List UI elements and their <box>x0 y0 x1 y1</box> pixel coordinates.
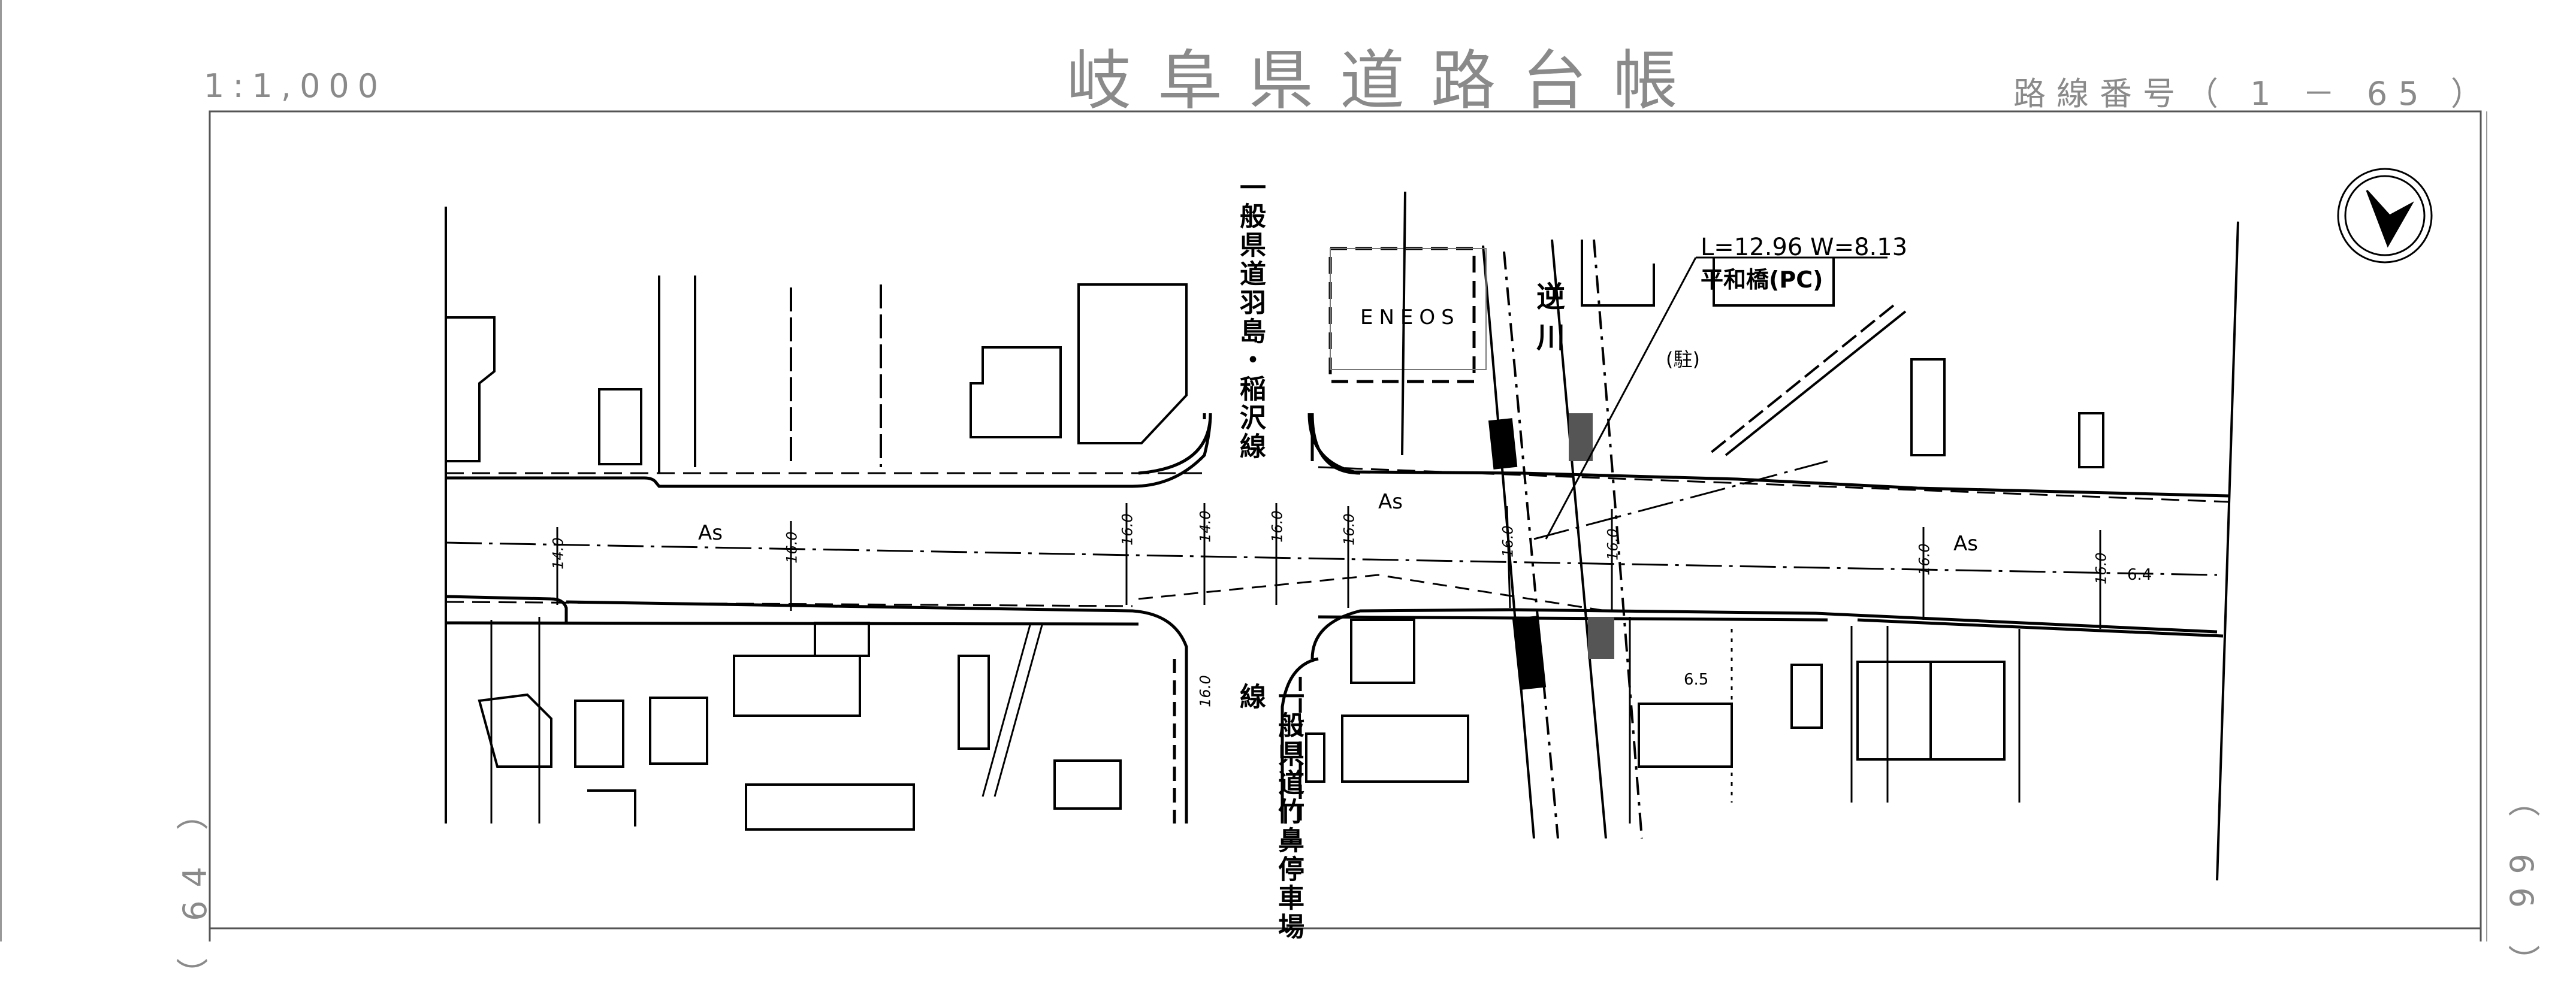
bridge-name: 平和橋(PC) <box>1701 267 1823 293</box>
north-road-name: 一般県道羽島・稲沢線 <box>1235 174 1266 461</box>
river-name: 逆川 <box>1531 281 1565 363</box>
ledger-title: 岐阜県道路台帳 <box>1067 44 1705 119</box>
south-cross-road <box>1173 657 1319 824</box>
gas-station-label: ENEOS <box>1360 305 1460 329</box>
bridge-abutments <box>1488 413 1614 690</box>
surface-label: As <box>1953 532 1978 556</box>
surface-label: As <box>698 521 723 545</box>
width-label: 16.0 <box>1340 513 1358 546</box>
width-label: 14.0 <box>1197 510 1214 543</box>
width-label: 16.0 <box>2092 552 2110 585</box>
buildings-south <box>478 619 2006 831</box>
north-cross-road <box>1138 413 1361 475</box>
parking-label: (駐) <box>1666 348 1700 371</box>
road-map-drawing <box>0 0 2487 941</box>
width-label: 16.0 <box>1916 543 1933 576</box>
width-label: 16.0 <box>1197 675 1214 707</box>
map-frame <box>209 110 2482 941</box>
width-label: 14.0 <box>549 537 567 570</box>
map-scale: 1:1,000 <box>204 67 387 105</box>
river <box>1482 239 1643 839</box>
south-road-name: 一般県道竹鼻停車場線 <box>1235 683 1304 941</box>
width-label: 16.0 <box>1269 510 1286 543</box>
width-label: 16.0 <box>1604 528 1621 561</box>
route-number: 路線番号（ 1 － 65 ） <box>2013 75 2494 113</box>
elevation-label: 6.5 <box>1684 671 1709 689</box>
north-arrow <box>2337 168 2433 264</box>
buildings-north <box>445 240 2104 468</box>
bridge-dimensions: L=12.96 W=8.13 <box>1701 234 1908 261</box>
surface-label: As <box>1378 490 1403 514</box>
bridge-leader <box>1545 256 1888 540</box>
width-label: 16.0 <box>1499 525 1517 558</box>
main-road <box>445 413 2230 659</box>
width-dimensions <box>556 503 2101 629</box>
width-label: 16.0 <box>1119 513 1136 546</box>
width-label: 16.0 <box>783 531 801 564</box>
elevation-label: 6.4 <box>2127 566 2152 584</box>
